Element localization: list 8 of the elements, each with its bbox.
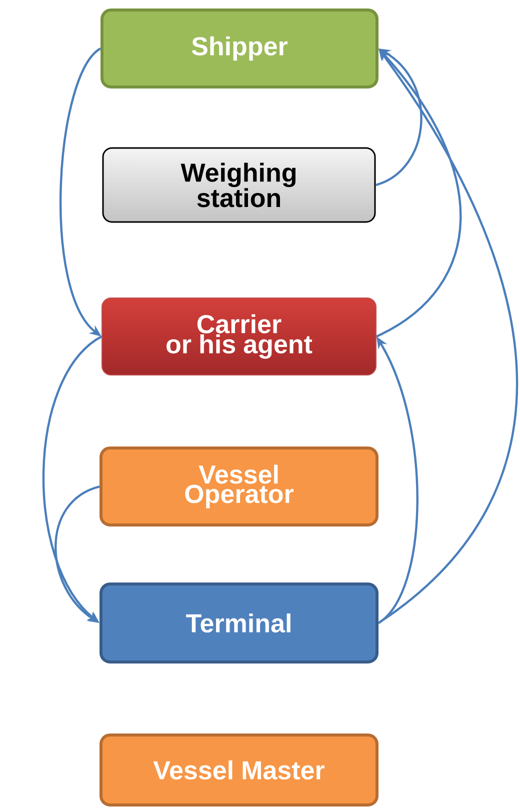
process-box: Vessel Master <box>100 734 378 806</box>
process-box: Shipper <box>100 8 378 88</box>
curved-arrow <box>54 485 100 623</box>
process-box: Carrier or his agent <box>102 298 376 376</box>
process-box: Terminal <box>100 582 378 664</box>
process-box: Weighing station <box>102 147 376 223</box>
process-box: Vessel Operator <box>100 446 378 526</box>
curved-arrow <box>375 48 422 186</box>
